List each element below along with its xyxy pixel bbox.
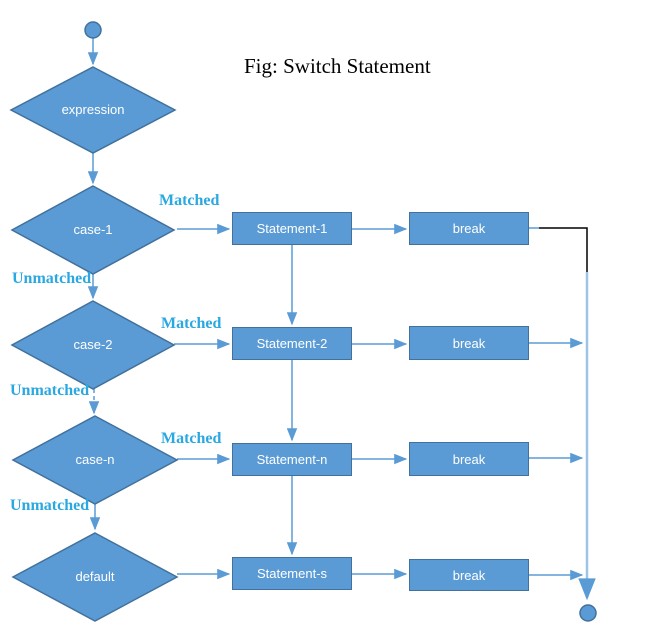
case-2-label: case-2: [73, 337, 113, 352]
unmatched-label-1: Unmatched: [12, 270, 92, 287]
break-2-box: break: [409, 326, 529, 360]
matched-label-2: Matched: [161, 315, 222, 332]
expression-label: expression: [61, 102, 125, 117]
matched-label-3: Matched: [161, 430, 222, 447]
matched-label-1: Matched: [159, 192, 220, 209]
statement-s-box: Statement-s: [232, 557, 352, 590]
statement-2-box: Statement-2: [232, 327, 352, 360]
diagram-title: Fig: Switch Statement: [244, 54, 431, 78]
statement-n-box: Statement-n: [232, 443, 352, 476]
connector-break-1-elbow: [539, 227, 588, 272]
end-circle: [579, 604, 597, 622]
default-label: default: [75, 569, 115, 584]
statement-1-box: Statement-1: [232, 212, 352, 245]
case-1-label: case-1: [73, 222, 113, 237]
case-n-label: case-n: [75, 452, 115, 467]
break-4-box: break: [409, 559, 529, 591]
break-3-box: break: [409, 442, 529, 476]
unmatched-label-3: Unmatched: [10, 497, 90, 514]
unmatched-label-2: Unmatched: [10, 382, 90, 399]
break-1-box: break: [409, 212, 529, 245]
start-circle: [84, 21, 102, 39]
